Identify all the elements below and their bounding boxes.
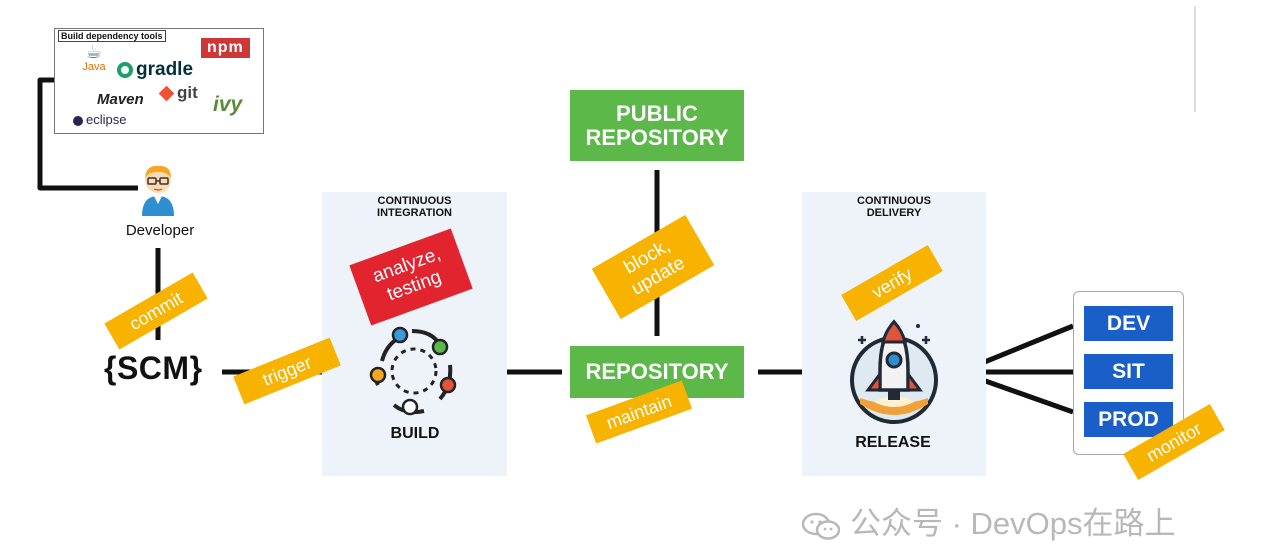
wechat-icon (802, 512, 840, 540)
environment-stack: DEV SIT PROD (1073, 291, 1184, 455)
tools-to-developer-line (37, 77, 138, 191)
build-tools-title: Build dependency tools (58, 30, 166, 42)
ivy-logo: ivy (213, 93, 243, 116)
scm-label: {SCM} (104, 350, 203, 386)
ci-title: CONTINUOUS INTEGRATION (322, 195, 507, 219)
public-repository-line2: REPOSITORY (585, 125, 729, 150)
watermark-text: 公众号 · DevOps在路上 (850, 506, 1176, 541)
java-logo: ☕ Java (79, 43, 109, 73)
git-icon (158, 85, 175, 102)
developer-label: Developer (125, 222, 195, 239)
rocket-icon (850, 319, 938, 424)
continuous-integration-panel: CONTINUOUS INTEGRATION (322, 192, 507, 476)
build-tools-box: Build dependency tools npm ☕ Java gradle… (54, 28, 264, 134)
build-label: BUILD (390, 425, 440, 442)
gradle-icon (117, 61, 133, 78)
env-dev: DEV (1084, 306, 1173, 341)
gradle-logo: gradle (117, 59, 193, 81)
gradle-logo-label: gradle (136, 59, 194, 80)
java-cup-icon: ☕ (85, 42, 103, 62)
env-prod: PROD (1084, 402, 1173, 437)
developer-avatar-icon (142, 165, 174, 216)
cd-title: CONTINUOUS DELIVERY (802, 195, 986, 219)
git-logo-label: git (177, 83, 198, 102)
eclipse-icon (73, 115, 83, 126)
public-repository-box: PUBLIC REPOSITORY (570, 90, 744, 161)
git-logo: git (158, 83, 198, 103)
npm-logo: npm (201, 38, 250, 58)
watermark: 公众号 · DevOps在路上 (802, 498, 1176, 543)
env-sit: SIT (1084, 354, 1173, 389)
eclipse-logo-label: eclipse (86, 112, 127, 127)
java-logo-label: Java (82, 61, 106, 73)
ci-title-line1: CONTINUOUS (377, 195, 452, 207)
public-repository-line1: PUBLIC (616, 101, 698, 126)
cd-title-line1: CONTINUOUS (857, 195, 931, 207)
build-cycle-icon (369, 326, 457, 416)
ci-title-line2: INTEGRATION (377, 207, 452, 219)
release-label: RELEASE (855, 434, 931, 451)
maven-logo: Maven (97, 91, 144, 108)
eclipse-logo: eclipse (73, 112, 126, 127)
cd-title-line2: DELIVERY (866, 207, 922, 219)
